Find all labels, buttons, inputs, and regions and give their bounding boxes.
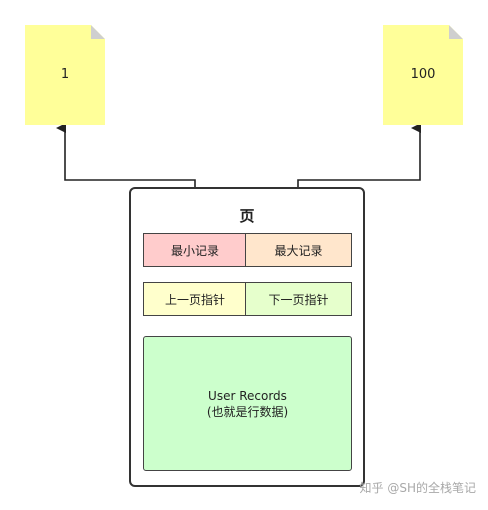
page-title: 页	[239, 207, 255, 225]
user-records-area: User Records (也就是行数据)	[143, 336, 352, 471]
user-records-sublabel: (也就是行数据)	[206, 404, 289, 419]
prev-page-pointer-cell: 上一页指针	[143, 282, 247, 316]
user-records-label: User Records	[208, 388, 287, 403]
first-record-value: 1	[60, 66, 70, 82]
watermark: 知乎 @SH的全栈笔记	[359, 481, 476, 495]
first-record-box: 1	[25, 25, 105, 125]
min-record-cell: 最小记录	[143, 233, 247, 267]
last-record-value: 100	[410, 66, 436, 82]
last-record-box: 100	[383, 25, 463, 125]
max-record-cell: 最大记录	[245, 233, 352, 267]
page-container: 页 最小记录 最大记录 上一页指针 下一页指针 User Records (也就…	[129, 187, 365, 487]
next-page-pointer-cell: 下一页指针	[245, 282, 352, 316]
